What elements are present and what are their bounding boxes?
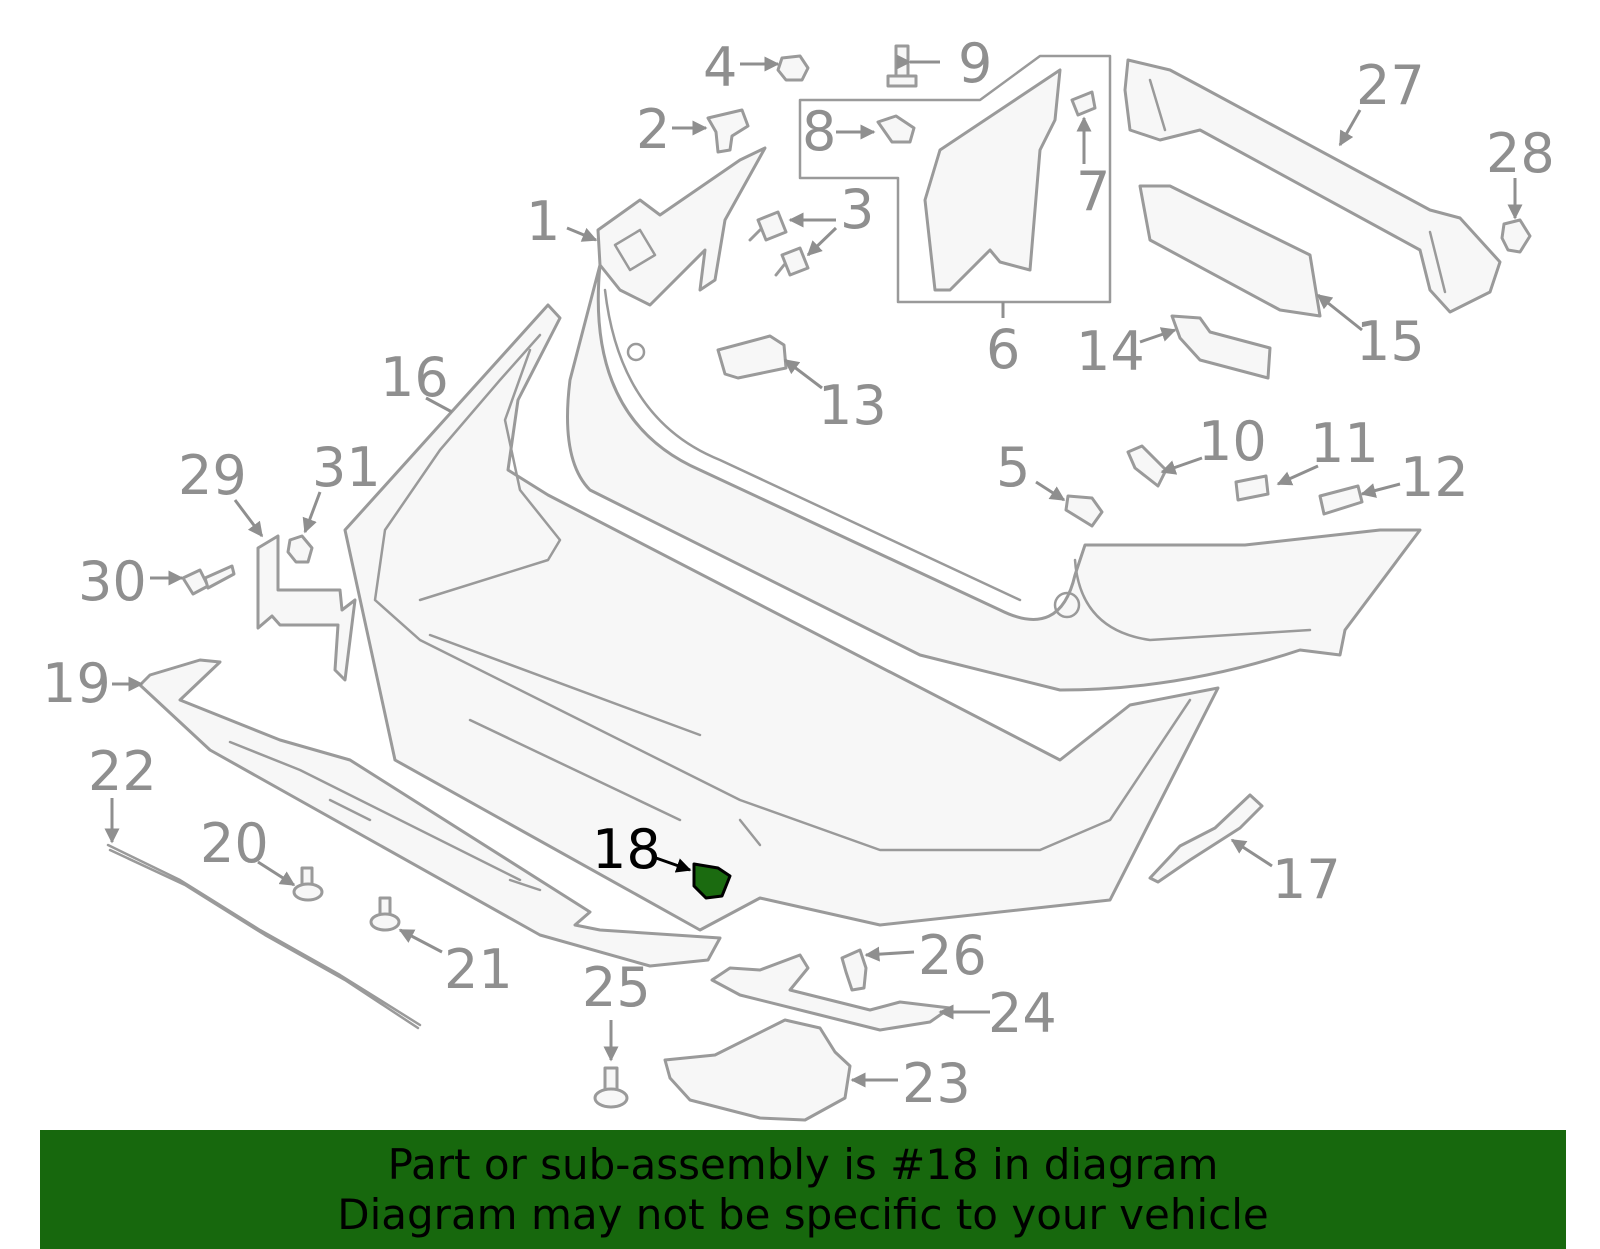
banner-line-2: Diagram may not be specific to your vehi… xyxy=(337,1189,1269,1239)
callout-30: 30 xyxy=(78,550,147,613)
callout-27: 27 xyxy=(1356,54,1425,117)
callout-31: 31 xyxy=(312,436,381,499)
callout-16: 16 xyxy=(380,346,449,409)
callout-25: 25 xyxy=(582,956,651,1019)
reinforcement-bar-part-27 xyxy=(1123,58,1502,314)
callout-2: 2 xyxy=(636,98,670,161)
callout-11: 11 xyxy=(1310,412,1379,475)
bumper-cover-part xyxy=(343,303,1220,932)
lower-valance-part-19 xyxy=(138,658,722,968)
bracket-part-17 xyxy=(1148,793,1264,884)
clip-part-11 xyxy=(1234,474,1270,502)
callout-24: 24 xyxy=(988,982,1057,1045)
info-banner: Part or sub-assembly is #18 in diagram D… xyxy=(40,1130,1566,1249)
pin-part-25 xyxy=(593,1066,629,1109)
callout-3: 3 xyxy=(840,178,874,241)
callout-13: 13 xyxy=(818,374,887,437)
clip-part-5 xyxy=(1064,494,1104,528)
callout-19: 19 xyxy=(42,652,111,715)
callout-9: 9 xyxy=(958,32,992,95)
pin-part-20 xyxy=(292,866,324,902)
bolt-part-30 xyxy=(181,564,236,596)
bracket-part-29 xyxy=(256,534,357,682)
nut-part-4 xyxy=(776,54,810,82)
bracket-part-10 xyxy=(1126,444,1168,488)
callout-12: 12 xyxy=(1400,446,1469,509)
callout-22: 22 xyxy=(88,740,157,803)
clip-part-12 xyxy=(1318,484,1364,516)
callout-labels: 1 2 3 4 5 6 7 8 9 10 11 12 13 14 15 16 1… xyxy=(42,32,1555,1115)
bracket-group-6 xyxy=(798,54,1112,304)
callout-14: 14 xyxy=(1076,320,1145,383)
upper-fascia-part xyxy=(566,263,1422,692)
nut-part-28 xyxy=(1500,218,1532,254)
trim-strip-part-22 xyxy=(106,843,422,1030)
bolt-part-9 xyxy=(886,44,918,88)
bracket-part-1 xyxy=(596,146,767,307)
diffuser-part-23 xyxy=(663,1018,852,1122)
callout-28: 28 xyxy=(1486,122,1555,185)
bracket-part-14 xyxy=(1170,314,1272,380)
callout-18: 18 xyxy=(592,818,661,881)
push-pin-part-3 xyxy=(748,210,810,277)
callout-4: 4 xyxy=(703,36,737,99)
nut-part-31 xyxy=(286,534,314,564)
callout-23: 23 xyxy=(902,1052,971,1115)
callout-6: 6 xyxy=(986,318,1020,381)
callout-1: 1 xyxy=(526,190,560,253)
callout-5: 5 xyxy=(996,436,1030,499)
callout-29: 29 xyxy=(178,444,247,507)
callout-26: 26 xyxy=(918,924,987,987)
clip-part-26 xyxy=(840,948,868,992)
callout-8: 8 xyxy=(802,100,836,163)
callout-10: 10 xyxy=(1198,410,1267,473)
callout-15: 15 xyxy=(1356,310,1425,373)
absorber-part-15 xyxy=(1138,184,1322,318)
clip-part-13 xyxy=(716,334,788,380)
reflector-part-18[interactable] xyxy=(692,862,732,900)
banner-line-1: Part or sub-assembly is #18 in diagram xyxy=(387,1139,1219,1189)
clip-part-2 xyxy=(706,108,750,154)
pin-part-21 xyxy=(369,896,401,932)
clip-part-8 xyxy=(876,114,916,144)
callout-7: 7 xyxy=(1076,160,1110,223)
callout-17: 17 xyxy=(1272,848,1341,911)
lower-trim-part-24 xyxy=(710,953,952,1032)
leader-lines xyxy=(104,54,1523,1088)
callout-20: 20 xyxy=(200,812,269,875)
callout-21: 21 xyxy=(444,938,513,1001)
